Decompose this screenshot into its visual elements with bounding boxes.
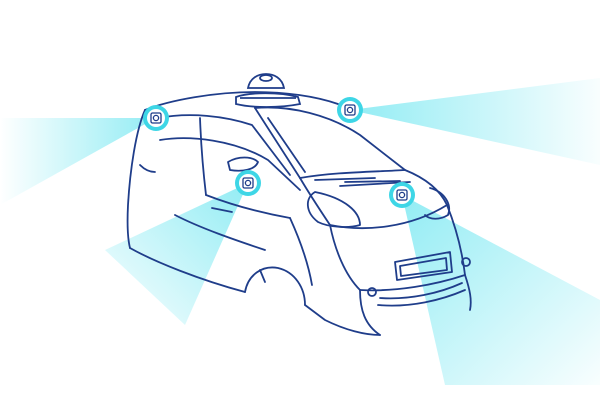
sensor-side-mirror [235,170,261,196]
lidar-dome-icon [235,73,302,108]
camera-sensor-icon [344,104,356,116]
sensor-windshield [337,97,363,123]
sensor-beam-front-hood [402,195,600,385]
camera-sensor-icon [150,112,162,124]
sensor-beam-side-mirror [105,183,248,325]
sensor-rear-left [143,105,169,131]
sensor-beam-rear-left [0,118,156,205]
camera-sensor-icon [396,189,408,201]
sensor-front-hood [389,182,415,208]
camera-sensor-icon [242,177,254,189]
sensor-beam-windshield [350,78,600,165]
